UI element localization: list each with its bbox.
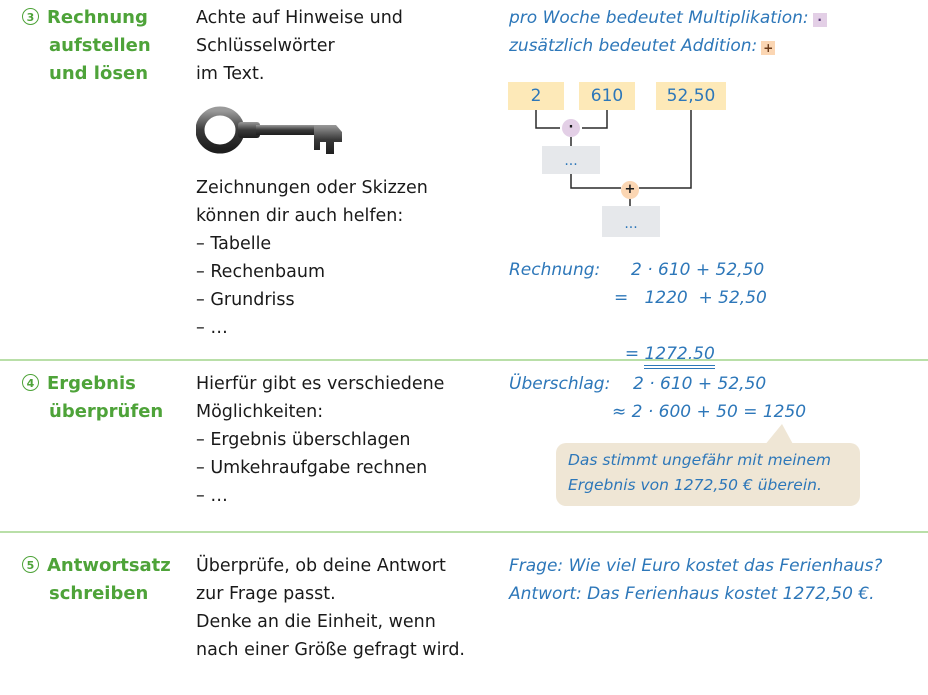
intermediate-result-box: ...: [542, 146, 600, 174]
estimate-line-1: 2 · 610 + 52,50: [633, 374, 767, 394]
step-3-text: Achte auf Hinweise und Schlüsselwörter i…: [196, 4, 403, 88]
estimate-line-2: ≈ 2 · 600 + 50 = 1250: [612, 402, 807, 422]
hint-multiplication: pro Woche bedeutet Multiplikation:·: [509, 4, 827, 32]
calculation-tree-lines: [535, 110, 692, 206]
key-icon: [196, 106, 342, 154]
list-item: – Tabelle: [196, 234, 272, 254]
text-line: Denke an die Einheit, wenn: [196, 612, 436, 632]
list-item: – Ergebnis überschlagen: [196, 430, 411, 450]
step-title-line: Rechnung: [47, 7, 148, 28]
value-box-2: 2: [508, 82, 564, 110]
addition-operator: +: [621, 181, 639, 199]
step-number-badge: 4: [22, 374, 39, 391]
multiplication-operator: ·: [562, 119, 580, 137]
list-item: – Rechenbaum: [196, 262, 325, 282]
text-line: Möglichkeiten:: [196, 402, 324, 422]
step-4-title: 4 Ergebnis überprüfen: [22, 370, 163, 426]
speech-bubble-text: Das stimmt ungefähr mit meinem Ergebnis …: [568, 448, 831, 498]
step-title-line: schreiben: [49, 583, 149, 604]
bubble-line: Ergebnis von 1272,50 € überein.: [568, 476, 822, 494]
speech-bubble: [556, 443, 860, 506]
list-item: – …: [196, 318, 228, 338]
step-title-line: Antwortsatz: [47, 555, 171, 576]
hint-text: pro Woche bedeutet Multiplikation:: [509, 8, 809, 28]
calculation-line-2: = 1220 + 52,50: [614, 288, 767, 308]
estimate-label: Überschlag:: [509, 374, 611, 394]
question-sentence: Frage: Wie viel Euro kostet das Ferienha…: [509, 556, 883, 576]
step-number-badge: 3: [22, 8, 39, 25]
text-line: Zeichnungen oder Skizzen: [196, 178, 428, 198]
text-line: Achte auf Hinweise und: [196, 8, 403, 28]
section-divider: [0, 531, 928, 533]
addition-symbol: +: [761, 41, 776, 55]
bubble-line: Das stimmt ungefähr mit meinem: [568, 451, 832, 469]
step-title-line: überprüfen: [49, 401, 164, 422]
step-number-badge: 5: [22, 556, 39, 573]
text-line: im Text.: [196, 64, 265, 84]
text-line: zur Frage passt.: [196, 584, 336, 604]
equals-sign: =: [624, 344, 645, 364]
final-result-box: ...: [602, 206, 660, 237]
text-line: Schlüsselwörter: [196, 36, 335, 56]
calculation-result: 1272,50: [644, 344, 715, 369]
text-line: können dir auch helfen:: [196, 206, 404, 226]
value-box-610: 610: [579, 82, 635, 110]
text-line: Überprüfe, ob deine Antwort: [196, 556, 446, 576]
step-title-line: aufstellen: [49, 35, 151, 56]
text-line: nach einer Größe gefragt wird.: [196, 640, 465, 660]
value-box-52-50: 52,50: [656, 82, 726, 110]
speech-bubble-pointer: [764, 424, 794, 446]
step-4-text: Hierfür gibt es verschiedene Möglichkeit…: [196, 370, 444, 510]
section-divider: [0, 359, 928, 361]
hint-text: zusätzlich bedeutet Addition:: [509, 36, 758, 56]
text-line: Hierfür gibt es verschiedene: [196, 374, 445, 394]
answer-sentence: Antwort: Das Ferienhaus kostet 1272,50 €…: [509, 584, 875, 604]
step-title-line: und lösen: [49, 63, 149, 84]
step-5-title: 5 Antwortsatz schreiben: [22, 552, 171, 608]
step-title-line: Ergebnis: [47, 373, 136, 394]
calculation-label: Rechnung:: [509, 260, 601, 280]
hint-addition: zusätzlich bedeutet Addition:+: [509, 32, 776, 60]
step-5-text: Überprüfe, ob deine Antwort zur Frage pa…: [196, 552, 465, 664]
list-item: – …: [196, 486, 228, 506]
calculation-line-1: 2 · 610 + 52,50: [631, 260, 765, 280]
list-item: – Umkehraufgabe rechnen: [196, 458, 428, 478]
step-3-text-2: Zeichnungen oder Skizzen können dir auch…: [196, 174, 428, 342]
list-item: – Grundriss: [196, 290, 295, 310]
step-3-title: 3 Rechnung aufstellen und lösen: [22, 4, 151, 88]
multiplication-symbol: ·: [812, 13, 827, 27]
